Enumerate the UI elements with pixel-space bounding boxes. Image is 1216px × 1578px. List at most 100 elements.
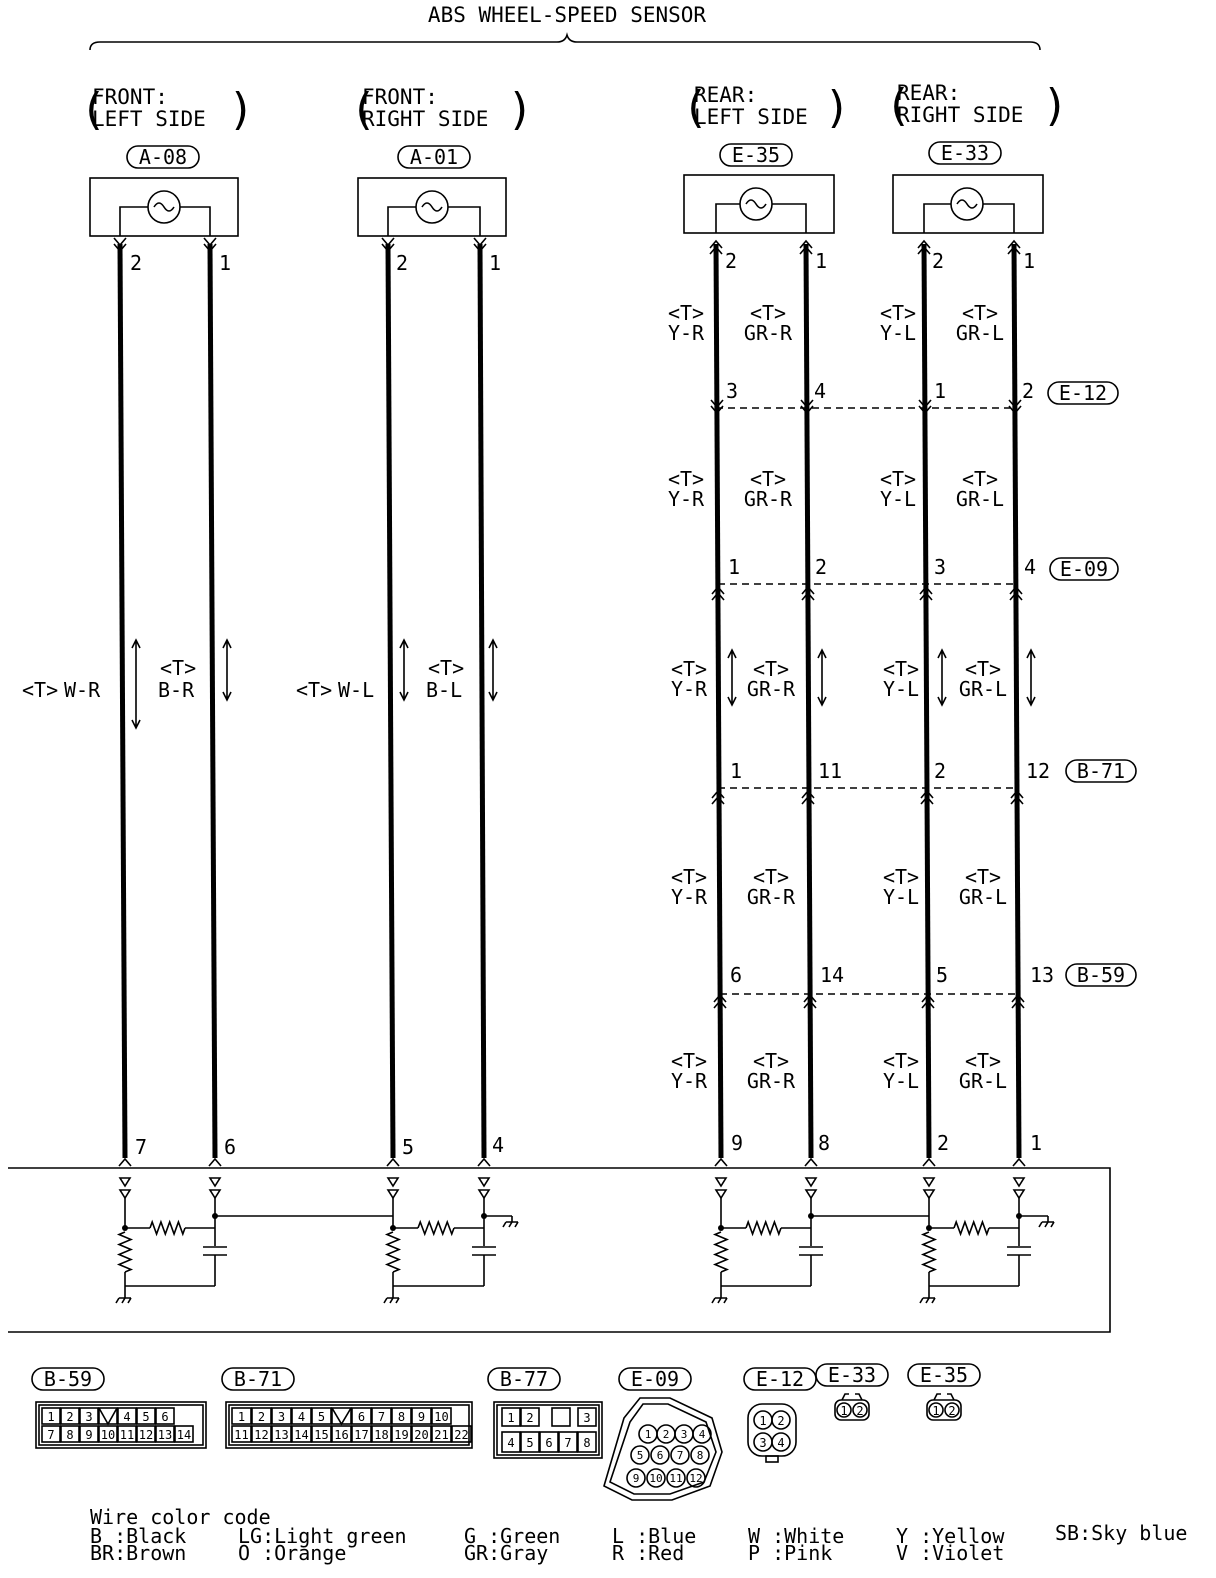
pin-cell bbox=[630, 1445, 650, 1465]
connector-tag-box bbox=[928, 141, 1002, 165]
pin-label: 2 bbox=[932, 249, 944, 273]
pin-cell bbox=[539, 1431, 559, 1453]
pin-cell bbox=[79, 1425, 99, 1443]
junction-e12: 3 4 1 2 E-12 bbox=[710, 379, 1119, 415]
legend-item: W :White bbox=[748, 1524, 844, 1548]
legend-heading: Wire color code bbox=[90, 1505, 271, 1529]
connector-housing bbox=[926, 1399, 962, 1421]
connector-housing bbox=[493, 1401, 603, 1459]
wire-color: W-R bbox=[64, 678, 101, 702]
wire-color: Y-L bbox=[883, 677, 919, 701]
diode-triangle-icon bbox=[477, 1177, 491, 1200]
wire-tag: <T> bbox=[880, 301, 916, 325]
wire-color: W-L bbox=[338, 678, 374, 702]
diode-triangle-icon bbox=[714, 1177, 728, 1200]
connector-tag: E-12 bbox=[1059, 381, 1107, 405]
pin-number: 1 bbox=[47, 1410, 54, 1424]
connector-tag-box bbox=[1047, 381, 1119, 405]
pin-cell bbox=[79, 1407, 99, 1425]
pin-number: 2 bbox=[856, 1404, 863, 1418]
wire-tag: <T> bbox=[750, 301, 786, 325]
wire-rear-left-1 bbox=[803, 243, 814, 1159]
wire-color: GR-R bbox=[744, 487, 793, 511]
pin-number: 18 bbox=[374, 1428, 388, 1442]
wire-bundle bbox=[117, 243, 1022, 1159]
pin-number: 10 bbox=[434, 1410, 448, 1424]
pin-number: 2 bbox=[948, 1404, 955, 1418]
pin-number: 7 bbox=[677, 1449, 684, 1462]
double-arrow-icon bbox=[399, 638, 409, 702]
ground-icon bbox=[919, 1292, 936, 1304]
pin-cell bbox=[558, 1431, 578, 1453]
ground-icon bbox=[115, 1292, 132, 1304]
paren-left: ( bbox=[682, 82, 709, 133]
pin-number: 5 bbox=[318, 1410, 325, 1424]
sensor-box bbox=[357, 177, 507, 237]
connector-tag-box bbox=[126, 145, 200, 169]
sensor-box bbox=[683, 174, 835, 234]
wire-tag: <T> bbox=[883, 1049, 919, 1073]
abs-ecu-box bbox=[8, 1167, 1111, 1333]
diode-triangle-icon bbox=[118, 1177, 132, 1200]
sensor-rear-right: REAR: RIGHT SIDE ( ) E-33 2 1 bbox=[885, 80, 1069, 273]
ecu-circuits bbox=[115, 1177, 1055, 1304]
pin-cell bbox=[666, 1468, 686, 1488]
wire-color: GR-L bbox=[956, 487, 1004, 511]
wire-color: B-L bbox=[426, 678, 462, 702]
pin-number: 4 bbox=[699, 1428, 706, 1441]
pin-cell bbox=[411, 1425, 432, 1443]
double-arrow-icon bbox=[937, 648, 947, 707]
pin-number: 9 bbox=[85, 1428, 92, 1442]
double-arrow-icon bbox=[222, 638, 232, 702]
pin-cell bbox=[551, 1407, 571, 1427]
pin-cell bbox=[291, 1425, 312, 1443]
paren-left: ( bbox=[80, 84, 107, 135]
wire-tag: <T> bbox=[296, 678, 332, 702]
pin-cell bbox=[670, 1445, 690, 1465]
connector-tag-box bbox=[1049, 557, 1119, 581]
sensor-label-line2: RIGHT SIDE bbox=[897, 103, 1023, 127]
ecu-pin-label: 2 bbox=[937, 1131, 949, 1155]
ground-icon bbox=[383, 1292, 400, 1304]
pin-label: 2 bbox=[725, 249, 737, 273]
pin-number: 7 bbox=[564, 1436, 571, 1450]
pin-cell bbox=[692, 1424, 712, 1444]
wire-tag: <T> bbox=[671, 1049, 707, 1073]
paren-right: ) bbox=[228, 84, 255, 135]
pin-label: 2 bbox=[130, 251, 142, 275]
junction-pin: 11 bbox=[818, 759, 842, 783]
resistor-icon bbox=[149, 1219, 186, 1237]
junction-pin: 13 bbox=[1030, 963, 1054, 987]
pin-cell bbox=[771, 1410, 791, 1430]
connector-tag: E-35 bbox=[732, 143, 780, 167]
legend-item: G :Green bbox=[464, 1524, 560, 1548]
pin-number: 2 bbox=[663, 1428, 670, 1441]
pin-cell bbox=[836, 1402, 852, 1418]
connector-tag-box bbox=[31, 1367, 105, 1391]
wire-tag: <T> bbox=[668, 467, 704, 491]
junction-pin: 3 bbox=[934, 555, 946, 579]
wire-tag: <T> bbox=[428, 656, 464, 680]
wire-tag: <T> bbox=[671, 865, 707, 889]
pin-cell bbox=[650, 1445, 670, 1465]
pin-cell bbox=[626, 1468, 646, 1488]
sensor-rear-left: REAR: LEFT SIDE ( ) E-35 2 1 bbox=[682, 82, 851, 273]
sensor-label-line2: LEFT SIDE bbox=[694, 105, 808, 129]
wire-tag: <T> bbox=[962, 301, 998, 325]
wire-tag: <T> bbox=[962, 467, 998, 491]
sensor-front-right: FRONT: RIGHT SIDE ( ) A-01 2 1 bbox=[350, 84, 534, 275]
pin-cell bbox=[686, 1468, 706, 1488]
junction-pin: 2 bbox=[1022, 379, 1034, 403]
pin-number: 13 bbox=[274, 1428, 288, 1442]
sensor-label-line1: REAR: bbox=[897, 81, 960, 105]
pin-cell bbox=[271, 1425, 292, 1443]
wire-tag: <T> bbox=[753, 1049, 789, 1073]
resistor-icon bbox=[745, 1219, 782, 1237]
pin-cell bbox=[117, 1425, 137, 1443]
sensor-label-line1: FRONT: bbox=[92, 85, 168, 109]
wire-front-left-1 bbox=[207, 243, 218, 1159]
pin-number: 3 bbox=[583, 1411, 590, 1425]
wire-rear-right-1 bbox=[1011, 243, 1022, 1159]
pin-cell bbox=[577, 1431, 597, 1453]
